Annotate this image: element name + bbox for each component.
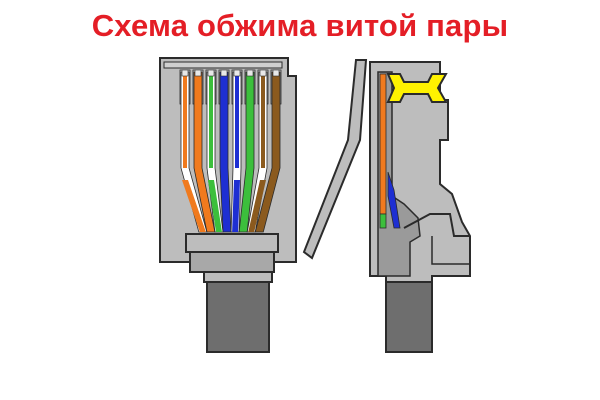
latch-tab — [302, 59, 368, 260]
wire-stripe-lower — [208, 180, 222, 232]
connector-side-notch — [403, 213, 470, 237]
wire-side-orange — [379, 73, 387, 215]
contact-pin — [259, 69, 267, 77]
cable-front — [206, 281, 270, 353]
contact-pin — [246, 69, 254, 77]
connector-side-step — [431, 236, 470, 265]
contact-pin — [233, 69, 241, 77]
connector-front-view — [159, 57, 297, 353]
contact-pin — [220, 69, 228, 77]
connector-side-view — [302, 59, 471, 353]
wire-stripe — [209, 72, 213, 168]
contact-pin — [194, 69, 202, 77]
wire-stripe — [235, 72, 239, 168]
wire-side-blue — [387, 171, 401, 229]
contact-pin — [272, 69, 280, 77]
connector-top-lip — [163, 61, 283, 69]
wire-stripe-lower — [248, 180, 266, 232]
strain-relief-front — [189, 251, 275, 273]
cable-side — [385, 281, 433, 353]
wire-stripe — [183, 72, 187, 168]
wire-bundle-front — [179, 69, 282, 233]
wire-side-green — [379, 213, 387, 229]
contact-pin — [181, 69, 189, 77]
wire-stripe-lower — [232, 180, 240, 232]
wire-stripe — [261, 72, 265, 168]
wire-stripe-lower — [182, 180, 206, 232]
wire-brown — [254, 71, 281, 233]
latch-clip — [386, 73, 448, 103]
crimp-bar — [185, 233, 279, 253]
diagram-title: Схема обжима витой пары — [91, 8, 509, 43]
contact-pin — [207, 69, 215, 77]
